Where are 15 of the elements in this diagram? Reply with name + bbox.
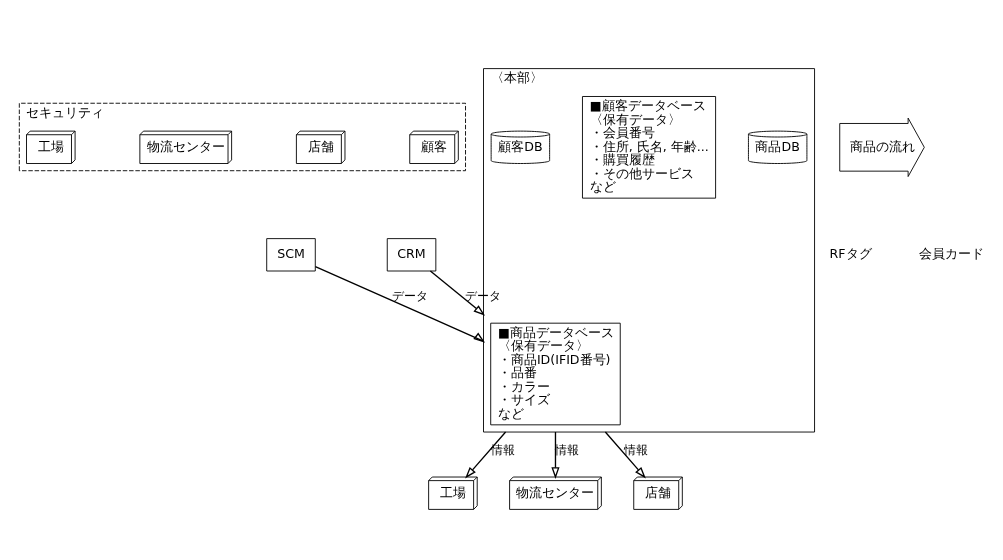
node-box: CRM (386, 237, 437, 271)
arrow (429, 269, 486, 316)
arrow (551, 430, 560, 479)
label: 会員カード (918, 245, 984, 261)
arrow (604, 430, 646, 478)
edge-label: 情報 (491, 442, 516, 457)
node-box: ■顧客データベース 〈保有データ〉 ・会員番号 ・住所, 氏名, 年齢... ・購買履歴 ・その他サービス など (582, 95, 717, 199)
arrow (465, 430, 507, 478)
edge-label: データ (391, 288, 428, 303)
arrow (314, 265, 486, 343)
node-box: ■商品データベース 〈保有データ〉 ・商品ID(IFID番号) ・品番 ・カラー ・サイズ など (490, 322, 621, 425)
edge-label: データ (465, 288, 502, 303)
node-box: SCM (266, 237, 316, 271)
edge-label: 情報 (624, 442, 649, 457)
label: RFタグ (829, 245, 872, 261)
